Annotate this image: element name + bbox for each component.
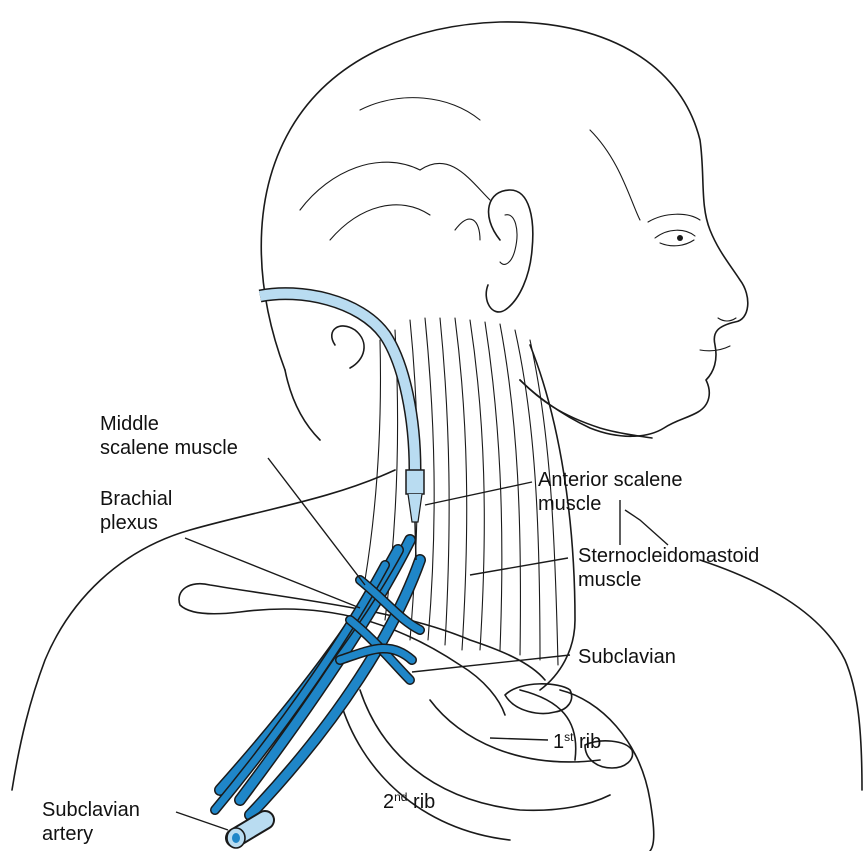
leader-first-rib (490, 738, 548, 740)
label-first-rib-word: rib (573, 731, 601, 753)
leader-subclavian-artery (176, 812, 228, 830)
sternum (560, 690, 654, 851)
nostril (718, 318, 736, 321)
hair-strand (590, 130, 640, 220)
ear-outline (486, 190, 533, 312)
label-middle-scalene: Middle scalene muscle (100, 412, 238, 460)
right-shoulder (700, 560, 862, 790)
left-shoulder (12, 470, 395, 790)
label-middle-scalene-line1: Middle (100, 412, 238, 436)
neck-back (285, 370, 320, 440)
hair-strand (330, 205, 430, 240)
leader-anterior-scalene (425, 482, 532, 505)
occipital-knot (332, 326, 364, 368)
label-sternocleidomastoid: Sternocleidomastoid muscle (578, 544, 759, 592)
label-anterior-scalene-line1: Anterior scalene (538, 468, 683, 492)
label-anterior-scalene: Anterior scalene muscle (538, 468, 683, 516)
label-second-rib-sup: nd (394, 790, 407, 804)
leader-brachial-plexus (185, 538, 360, 608)
label-second-rib-word: rib (407, 791, 435, 813)
label-brachial-plexus: Brachial plexus (100, 487, 172, 535)
label-middle-scalene-line2: scalene muscle (100, 436, 238, 460)
pupil (677, 235, 683, 241)
ear-inner (500, 215, 517, 265)
subclavian-artery-end (227, 820, 265, 848)
label-brachial-plexus-line1: Brachial (100, 487, 172, 511)
label-brachial-plexus-line2: plexus (100, 511, 172, 535)
second-rib (340, 690, 610, 840)
hair-strand (300, 162, 420, 210)
label-second-rib: 2nd rib (383, 790, 435, 814)
label-subclavian-artery-line1: Subclavian (42, 798, 140, 822)
eyebrow (648, 214, 700, 222)
leader-middle-scalene (268, 458, 365, 585)
leader-subclavian (412, 655, 570, 672)
hair-strand (360, 98, 480, 120)
label-sternocleidomastoid-line1: Sternocleidomastoid (578, 544, 759, 568)
head-outline (261, 22, 748, 436)
label-first-rib-num: 1 (553, 731, 564, 753)
label-subclavian-artery: Subclavian artery (42, 798, 140, 846)
label-subclavian: Subclavian (578, 645, 676, 669)
catheter (260, 294, 424, 560)
hair-strand (420, 163, 490, 200)
label-sternocleidomastoid-line2: muscle (578, 568, 759, 592)
rib-cartilage-1 (505, 684, 572, 714)
eye (655, 230, 695, 246)
label-first-rib: 1st rib (553, 730, 601, 754)
jaw-line (520, 380, 652, 438)
hair-strand (455, 219, 480, 240)
label-anterior-scalene-line2: muscle (538, 492, 683, 516)
label-subclavian-text: Subclavian (578, 646, 676, 668)
label-second-rib-num: 2 (383, 791, 394, 813)
label-subclavian-artery-line2: artery (42, 822, 140, 846)
brachial-plexus-nerves (215, 540, 420, 815)
